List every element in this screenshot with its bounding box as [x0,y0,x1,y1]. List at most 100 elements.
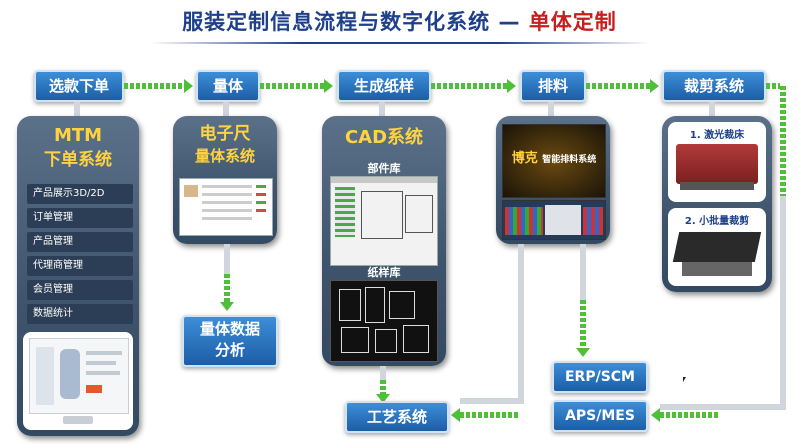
ruler-down-arrow [220,302,234,311]
step-measure: 量体 [196,70,260,102]
marker-to-erp-arrow [576,348,590,357]
stub-2 [223,102,229,118]
small-batch-cutter-card: 2. 小批量裁剪 [668,208,766,286]
ruler-row [202,217,252,220]
ruler-row [202,209,252,212]
mtm-menu-agent-management: 代理商管理 [27,256,133,276]
flow-connector-4 [586,83,650,89]
laser-cutter-card: 1. 激光裁床 [668,122,766,202]
shirt-icon [60,349,80,399]
cad-pattern-piece [361,191,403,239]
mtm-menu-product-management: 产品管理 [27,232,133,252]
cad-down-grey [380,366,386,380]
cad-pattern-lib-label: 纸样库 [367,266,401,279]
ruler-row [202,201,252,204]
title-highlight: 单体定制 [528,10,617,34]
marker-brand: 博克 [511,151,538,166]
stub-1 [74,102,80,118]
marker-layout-screenshot [502,200,606,240]
flow-connector-2 [260,83,324,89]
mtm-title-line2: 下单系统 [44,150,112,170]
step-select-order: 选款下单 [34,70,124,102]
cad-parts-lib-label: 部件库 [367,162,401,175]
flow-connector-1 [124,83,184,89]
aps-mes-box: APS/MES [552,400,648,432]
erp-scm-box: ERP/SCM [552,361,648,393]
measure-analysis-line1: 量体数据 [199,320,260,338]
marker-dialog [545,205,581,235]
stub-5 [709,102,715,118]
ruler-panel: 电子尺 量体系统 [173,116,277,244]
flow-arrow-1 [184,79,193,93]
cutting-to-aps-dash [660,412,720,418]
marker-to-craft-horizontal [460,398,524,404]
mtm-screenshot-card [23,332,133,430]
laser-cutter-label: 1. 激光裁床 [689,130,745,141]
stub-4 [548,102,554,118]
cutting-to-aps-horizontal [660,404,786,410]
cad-panel: CAD系统 部件库 纸样库 [322,116,446,366]
cad-down-arrow [376,394,390,403]
marker-layout-pieces [583,207,603,235]
marker-to-craft-arrow [451,408,460,422]
step-marker: 排料 [520,70,586,102]
marker-to-erp-dash [580,300,586,348]
cad-tree [335,187,355,237]
mtm-panel: MTM 下单系统 产品展示3D/2D 订单管理 产品管理 代理商管理 会员管理 … [17,116,139,436]
ruler-row [202,193,252,196]
cad-pattern-outline [375,329,397,353]
cad-pattern-outline [389,291,415,319]
title-underline [150,42,650,44]
step-generate-pattern: 生成纸样 [337,70,431,102]
cutting-panel: 1. 激光裁床 2. 小批量裁剪 [662,116,772,292]
step-cutting-system: 裁剪系统 [662,70,766,102]
marker-subtitle: 智能排料系统 [542,155,597,165]
ruler-thumb [184,185,198,197]
mtm-menu-data-statistics: 数据统计 [27,304,133,324]
ruler-status [256,209,266,212]
mtm-menu-member-management: 会员管理 [27,280,133,300]
cad-title: CAD系统 [344,127,424,148]
mtm-title-line1: MTM [53,125,103,146]
cad-toolbar [331,177,437,183]
small-batch-cutter-label: 2. 小批量裁剪 [684,216,750,227]
mtm-menu-product-display: 产品展示3D/2D [27,184,133,204]
flow-connector-3 [431,83,507,89]
mouse-cursor-icon [683,377,686,382]
monitor-stand [63,416,93,424]
cad-pattern-piece [405,195,433,233]
mtm-screenshot-screen [29,338,129,414]
mtm-screenshot-sidebar [36,347,54,405]
mtm-screenshot-line [86,351,122,355]
title-dash: — [490,10,529,34]
cutting-to-aps-arrow [651,408,660,422]
marker-to-craft-line [518,244,524,404]
ruler-down-grey [224,244,230,274]
flow-arrow-4 [650,79,659,93]
cutting-right-dash [766,83,780,89]
craft-system-box: 工艺系统 [345,401,449,433]
marker-panel: 博克 智能排料系统 [496,116,610,244]
small-batch-cutter-base [682,262,752,276]
cad-pattern-outline [403,325,429,353]
ruler-title-line1: 电子尺 [199,124,251,144]
cad-pattern-outline [341,327,369,353]
marker-layout-pieces [505,207,543,235]
page-title: 服装定制信息流程与数字化系统 — 单体定制 [0,6,799,36]
flow-arrow-2 [324,79,333,93]
marker-to-craft-dash [460,412,518,418]
marker-to-erp-grey [580,244,586,300]
ruler-status [256,185,266,188]
cad-pattern-outline [365,287,385,323]
measure-analysis-line2: 分析 [214,341,245,359]
cad-pattern-screenshot [330,280,438,362]
title-main: 服装定制信息流程与数字化系统 [182,10,491,34]
cutting-right-down-dash [780,86,786,196]
mtm-screenshot-line [86,371,120,375]
cad-parts-screenshot [330,176,438,266]
ruler-status [256,193,266,196]
marker-splash-screen: 博克 智能排料系统 [502,124,606,198]
laser-cutter-base [680,182,754,190]
measure-analysis-box: 量体数据 分析 [182,315,278,367]
stub-3 [379,102,385,118]
